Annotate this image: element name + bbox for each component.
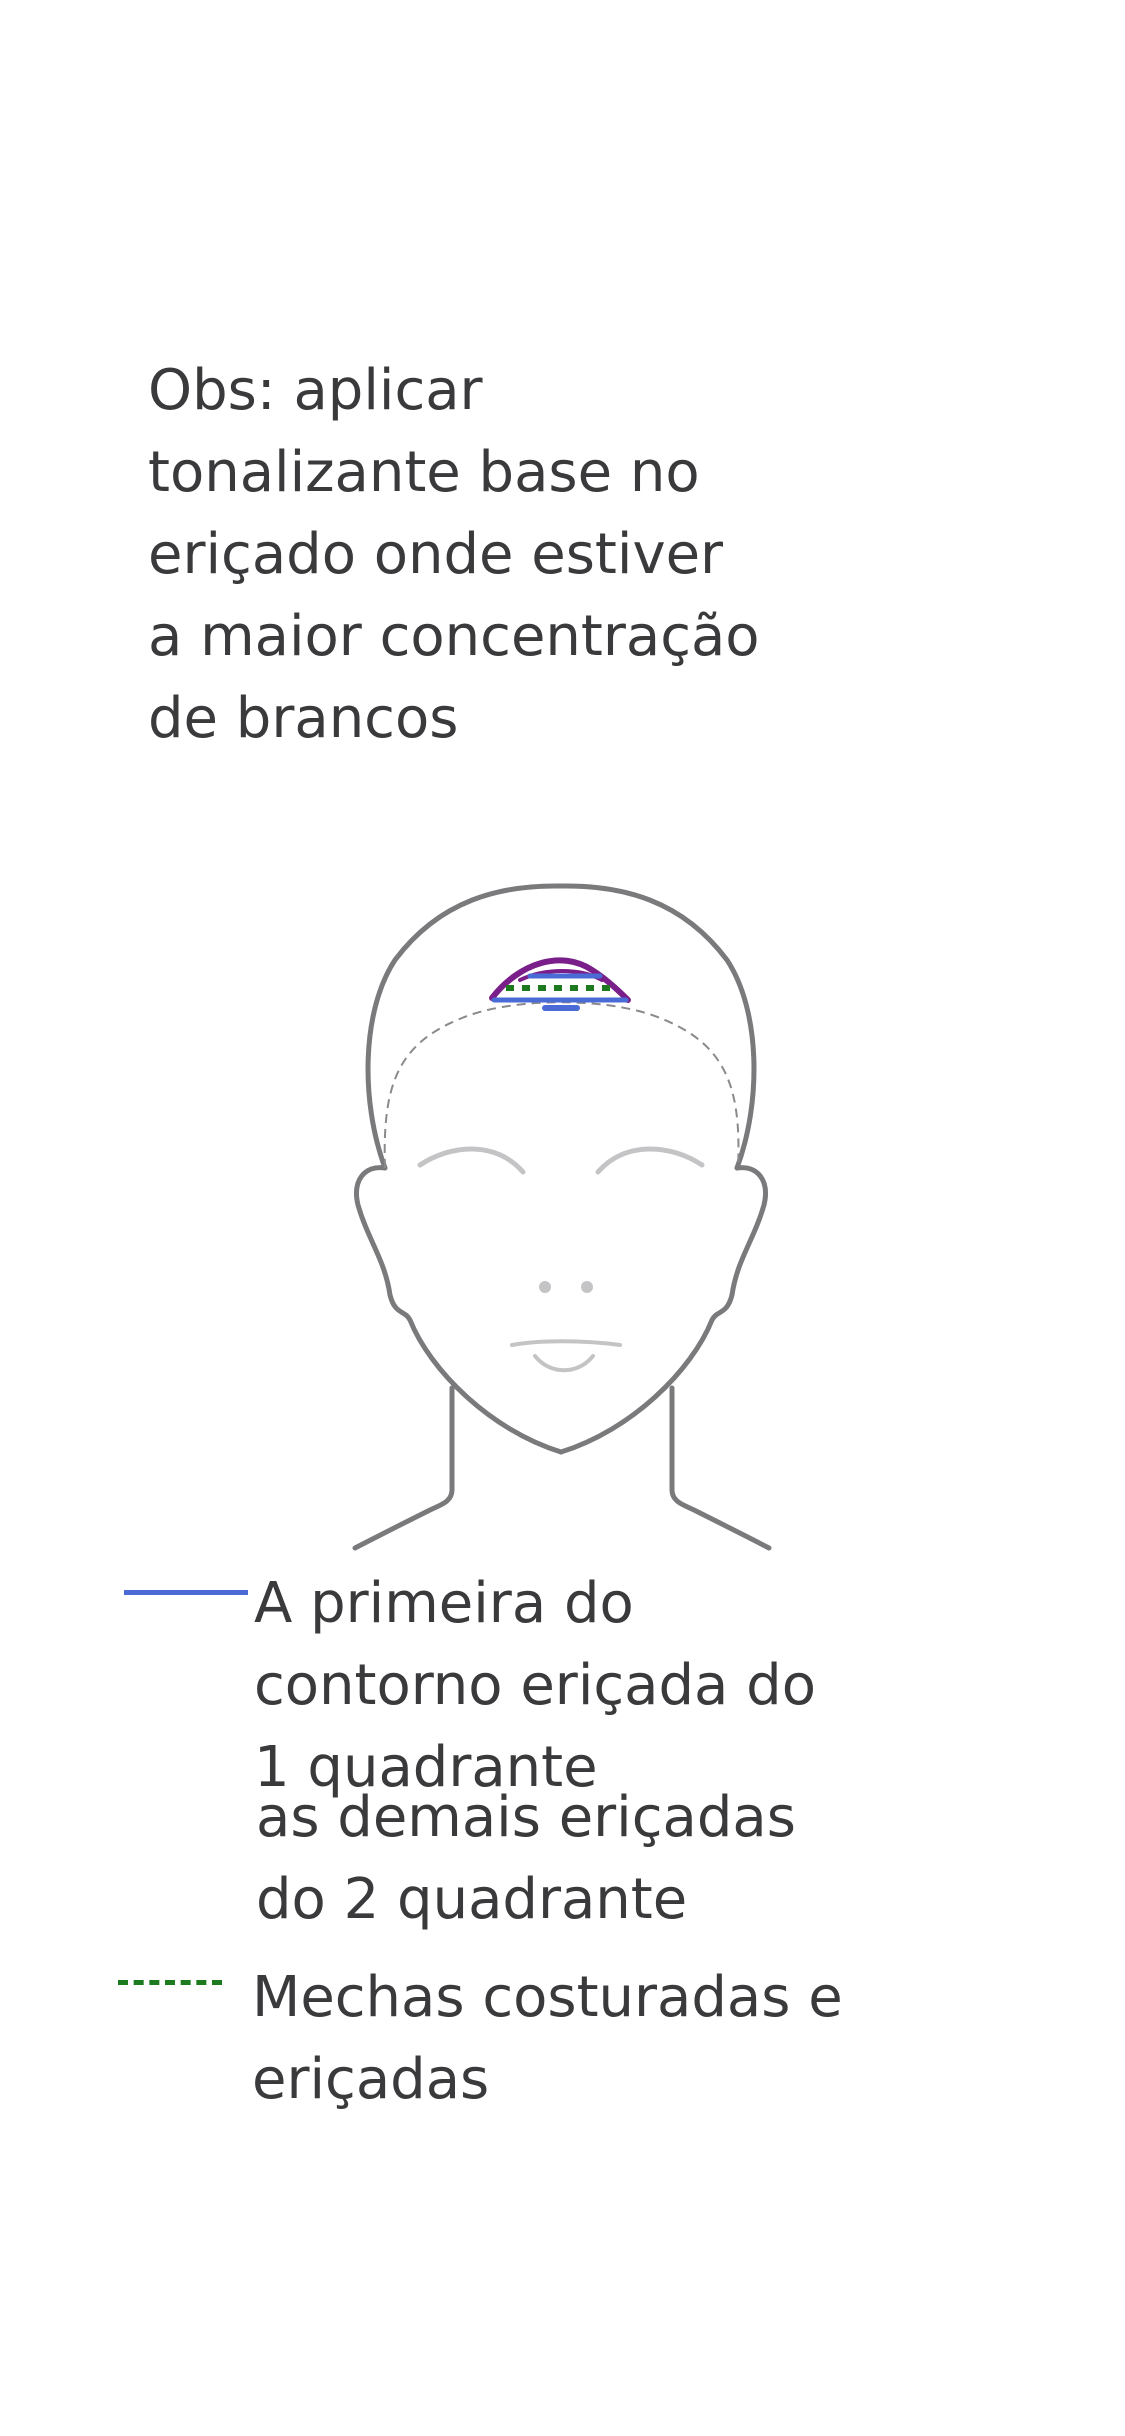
note-line-1: Obs: aplicar — [148, 358, 483, 423]
legend-item-3-line-1: Mechas costuradas e — [252, 1965, 843, 2030]
left-eyebrow — [417, 1146, 526, 1175]
legend-item-2-line-2: do 2 quadrante — [256, 1867, 688, 1932]
note-line-2: tonalizante base no — [148, 440, 700, 505]
legend-green-dotted-swatch — [118, 1980, 222, 1985]
legend-item-3: Mechas costuradas e eriçadas — [252, 1957, 843, 2121]
legend-item-2-line-1: as demais eriçadas — [256, 1785, 796, 1850]
note-line-3: eriçado onde estiver — [148, 522, 724, 587]
hairline — [383, 1001, 740, 1169]
mouth-line — [510, 1339, 622, 1347]
legend-item-1-line-3: 1 quadrante — [254, 1735, 598, 1800]
legend-item-1-line-2: contorno eriçada do — [254, 1653, 816, 1718]
right-eyebrow — [595, 1146, 705, 1175]
legend-item-3-line-2: eriçadas — [252, 2047, 490, 2112]
legend-item-1-line-1: A primeira do — [254, 1571, 634, 1636]
legend-item-2: as demais eriçadas do 2 quadrante — [256, 1777, 796, 1941]
note-line-4: a maior concentração — [148, 604, 760, 669]
observation-note: Obs: aplicar tonalizante base no eriçado… — [148, 350, 788, 760]
skull-outline — [365, 883, 757, 1171]
purple-section-inner — [518, 969, 604, 982]
legend-item-1: A primeira do contorno eriçada do 1 quad… — [254, 1563, 816, 1809]
neck-left — [352, 1385, 455, 1551]
lower-lip — [533, 1354, 595, 1373]
legend-blue-solid-swatch — [124, 1590, 248, 1595]
head-outline — [370, 905, 480, 1168]
neck-right — [669, 1385, 772, 1551]
note-line-5: de brancos — [148, 686, 459, 751]
left-ear-jaw — [354, 1165, 564, 1455]
purple-section-outline — [489, 957, 631, 1003]
left-nostril — [539, 1281, 551, 1293]
right-nostril — [581, 1281, 593, 1293]
right-ear-jaw — [558, 1165, 768, 1455]
